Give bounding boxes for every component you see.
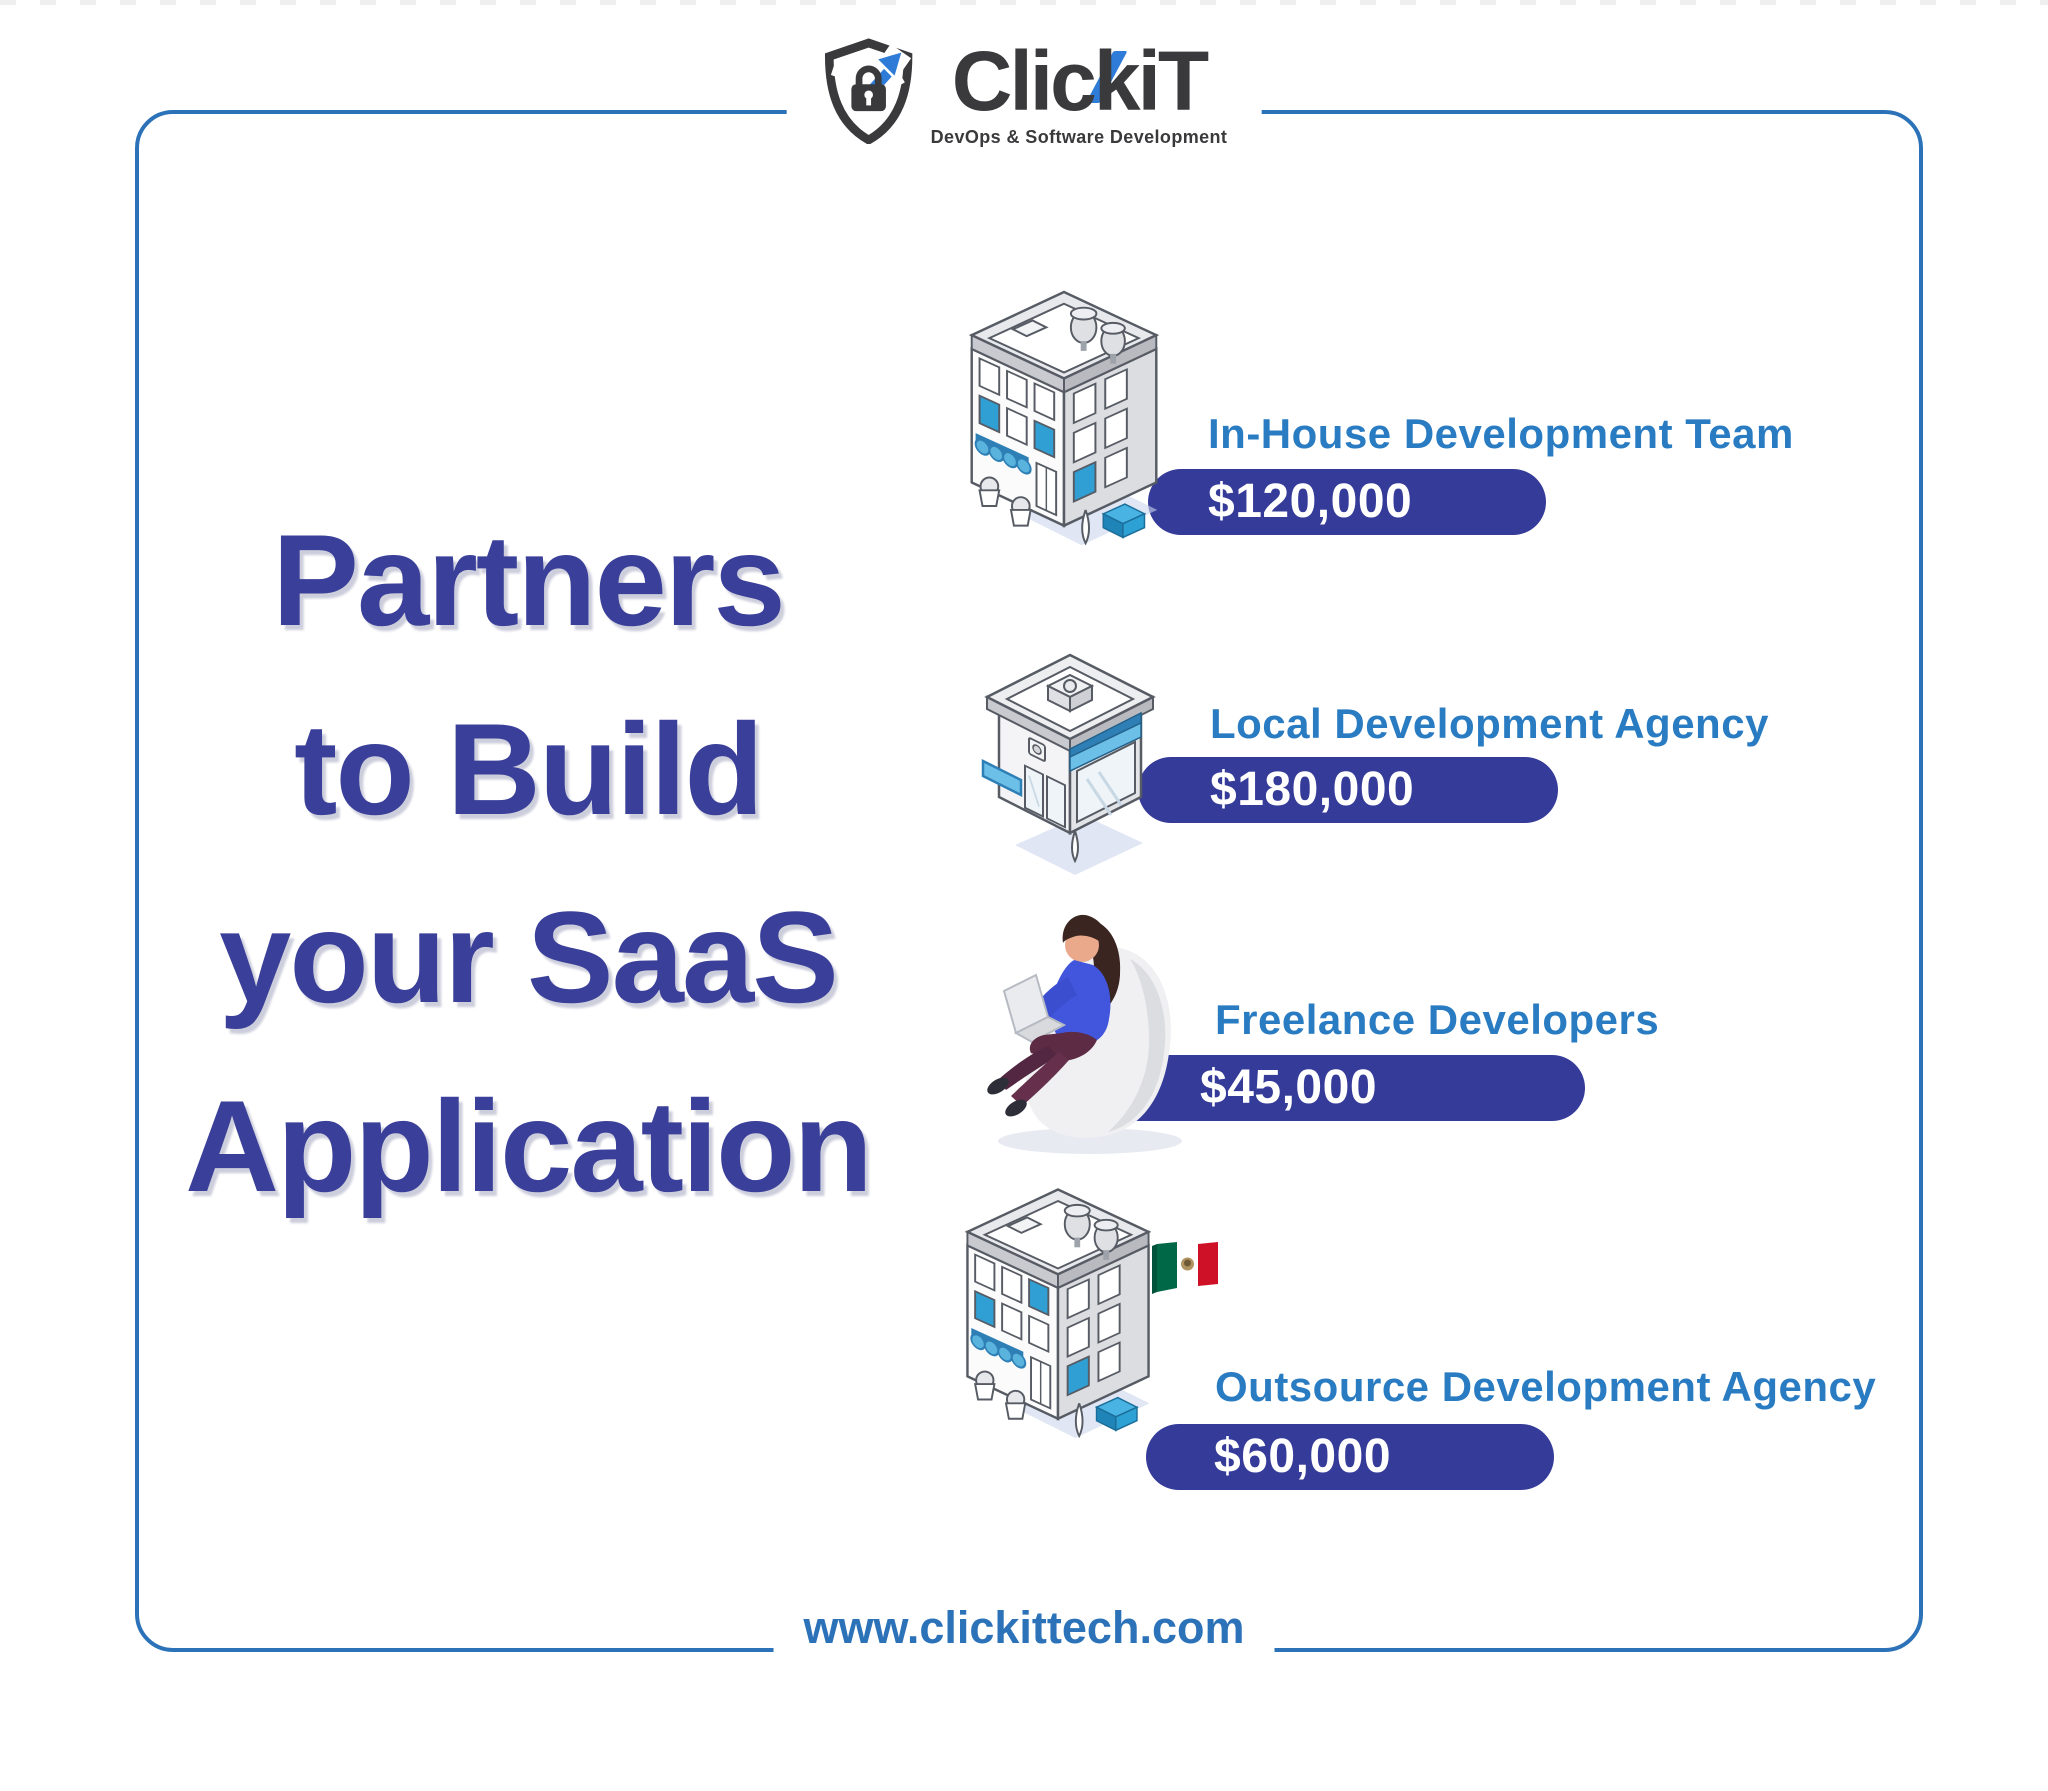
planter: [978, 476, 1032, 527]
row-label-local-agency: Local Development Agency: [1210, 700, 1769, 747]
page-title: Partners to Build your SaaS Application: [122, 486, 934, 1240]
price-pill-outsource: $60,000: [1146, 1424, 1554, 1490]
price-pill-inhouse: $120,000: [1148, 469, 1546, 535]
mexico-flag-icon: [1150, 1240, 1220, 1302]
price-pill-local-agency: $180,000: [1138, 757, 1558, 823]
freelancer-beanbag-icon: [970, 903, 1200, 1163]
brand-wordmark: ClickiT: [951, 34, 1209, 128]
planter: [973, 1370, 1027, 1420]
title-line: Partners: [272, 507, 786, 653]
decorative-dotted-strip: [0, 0, 2048, 5]
brand-tagline: DevOps & Software Development: [930, 127, 1228, 147]
footer: www.clickittech.com: [773, 1602, 1275, 1654]
brand-logo: ClickiT DevOps & Software Development: [786, 34, 1262, 149]
row-label-outsource: Outsource Development Agency: [1215, 1363, 1877, 1410]
price-pill-freelance: $45,000: [1085, 1055, 1585, 1121]
row-label-freelance: Freelance Developers: [1215, 996, 1660, 1043]
title-line: your SaaS: [219, 884, 839, 1030]
storefront-icon: [975, 645, 1165, 905]
shield-lock-logo-icon: [821, 38, 917, 149]
row-label-inhouse: In-House Development Team: [1208, 410, 1794, 457]
office-building-icon: [952, 1176, 1164, 1465]
office-building-icon: [956, 278, 1172, 573]
title-line: Application: [185, 1072, 873, 1219]
footer-url-link[interactable]: www.clickittech.com: [803, 1602, 1245, 1653]
title-line: to Build: [294, 695, 764, 842]
